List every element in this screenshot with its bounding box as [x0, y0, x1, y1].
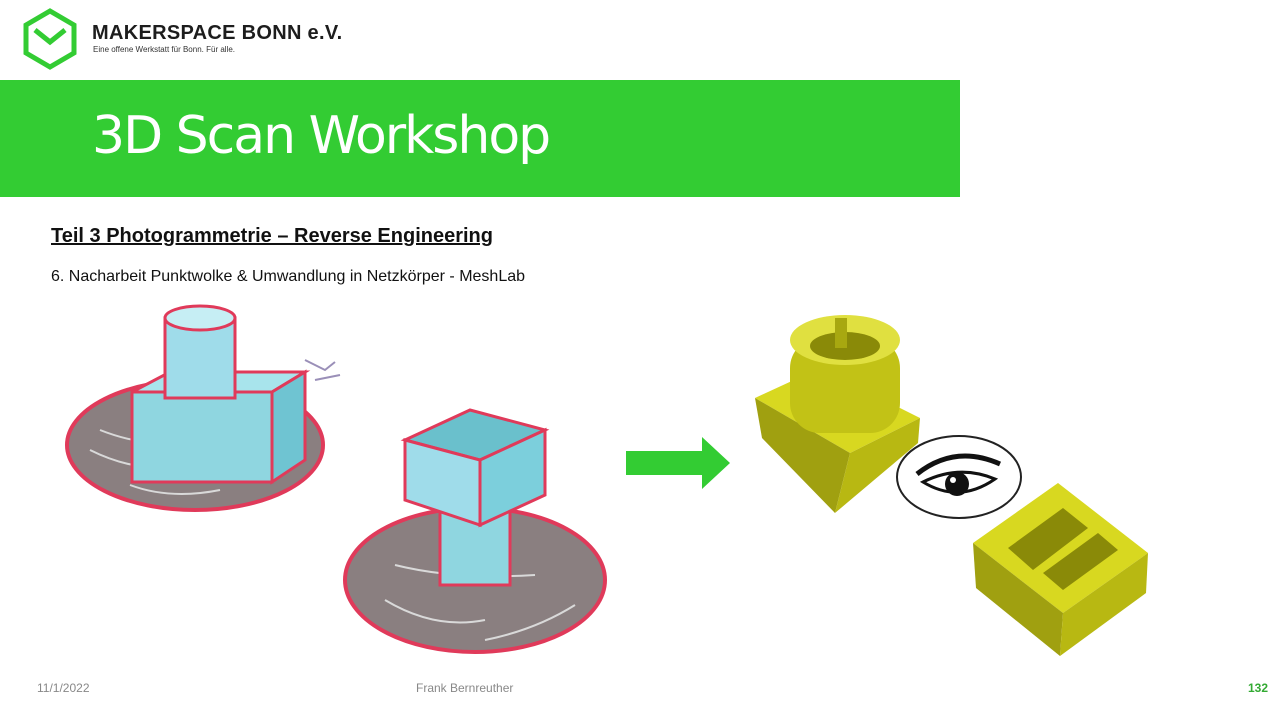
- mesh-model-1-image: [755, 315, 920, 513]
- page-number: 132: [1247, 681, 1268, 695]
- right-arrow-icon: [626, 437, 730, 489]
- point-cloud-image-1: [65, 304, 341, 512]
- makerspace-logo-icon: [23, 8, 77, 70]
- title-bar: [0, 80, 960, 197]
- org-tagline: Eine offene Werkstatt für Bonn. Für alle…: [93, 45, 235, 54]
- point-cloud-image-2: [343, 408, 607, 654]
- mesh-model-2-image: [973, 483, 1148, 656]
- slide-subtitle: Teil 3 Photogrammetrie – Reverse Enginee…: [51, 225, 493, 247]
- slide-title: 3D Scan Workshop: [92, 106, 551, 166]
- footer-author: Frank Bernreuther: [416, 681, 514, 695]
- org-name: MAKERSPACE BONN e.V.: [92, 22, 343, 44]
- footer-date: 11/1/2022: [37, 681, 90, 695]
- eye-icon: [896, 435, 1022, 519]
- step-text: 6. Nacharbeit Punktwolke & Umwandlung in…: [51, 268, 526, 285]
